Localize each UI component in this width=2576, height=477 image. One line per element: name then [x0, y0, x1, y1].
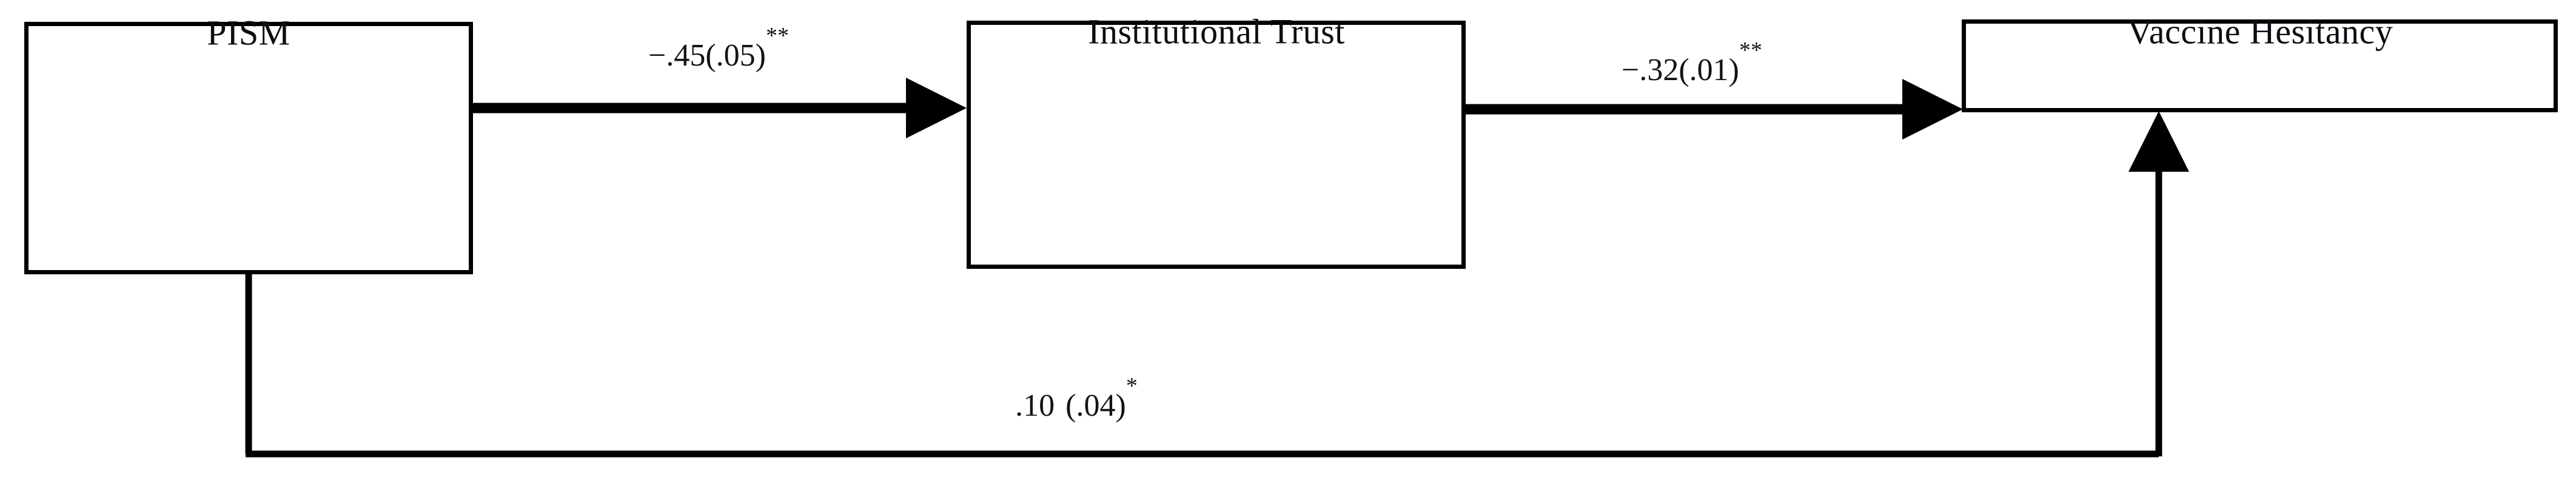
node-vaccine-hesitancy-label: Vaccine Hesitancy: [2127, 12, 2393, 51]
path-trust-to-hesitancy-sig: **: [1739, 38, 1762, 63]
path-trust-to-hesitancy-arrowhead: [1902, 79, 1963, 140]
path-trust-to-hesitancy-coef: −.32: [1622, 53, 1679, 87]
path-pism-to-trust-se: (.05): [705, 38, 766, 73]
node-pism-label: PISM: [207, 13, 290, 52]
node-vaccine-hesitancy: Vaccine Hesitancy: [1962, 12, 2558, 112]
node-institutional-trust-box: [967, 21, 1466, 269]
node-institutional-trust: Institutional Trust: [967, 12, 1466, 269]
node-institutional-trust-label: Institutional Trust: [1088, 12, 1345, 51]
path-pism-to-trust-sig: **: [766, 23, 789, 49]
path-direct-sig: *: [1126, 373, 1138, 399]
path-pism-to-trust-label: −.45(.05)**: [648, 23, 789, 73]
node-pism-box: [24, 22, 473, 274]
node-pism: PISM: [24, 13, 473, 274]
path-pism-to-trust: −.45(.05)**: [473, 23, 967, 138]
node-vaccine-hesitancy-box: [1962, 19, 2558, 112]
path-pism-to-trust-coef: −.45: [648, 38, 705, 73]
path-trust-to-hesitancy: −.32(.01)**: [1466, 38, 1963, 140]
path-trust-to-hesitancy-se: (.01): [1679, 53, 1739, 87]
path-direct-se: (.04): [1065, 388, 1126, 423]
path-direct-coef: .10: [1015, 388, 1055, 423]
path-direct-label: .10 (.04)*: [1015, 373, 1138, 423]
path-pism-to-trust-arrowhead: [906, 78, 967, 138]
path-pism-to-hesitancy-direct: .10 (.04)*: [245, 111, 2189, 458]
path-direct-arrowhead: [2128, 111, 2189, 172]
path-trust-to-hesitancy-label: −.32(.01)**: [1622, 38, 1762, 87]
